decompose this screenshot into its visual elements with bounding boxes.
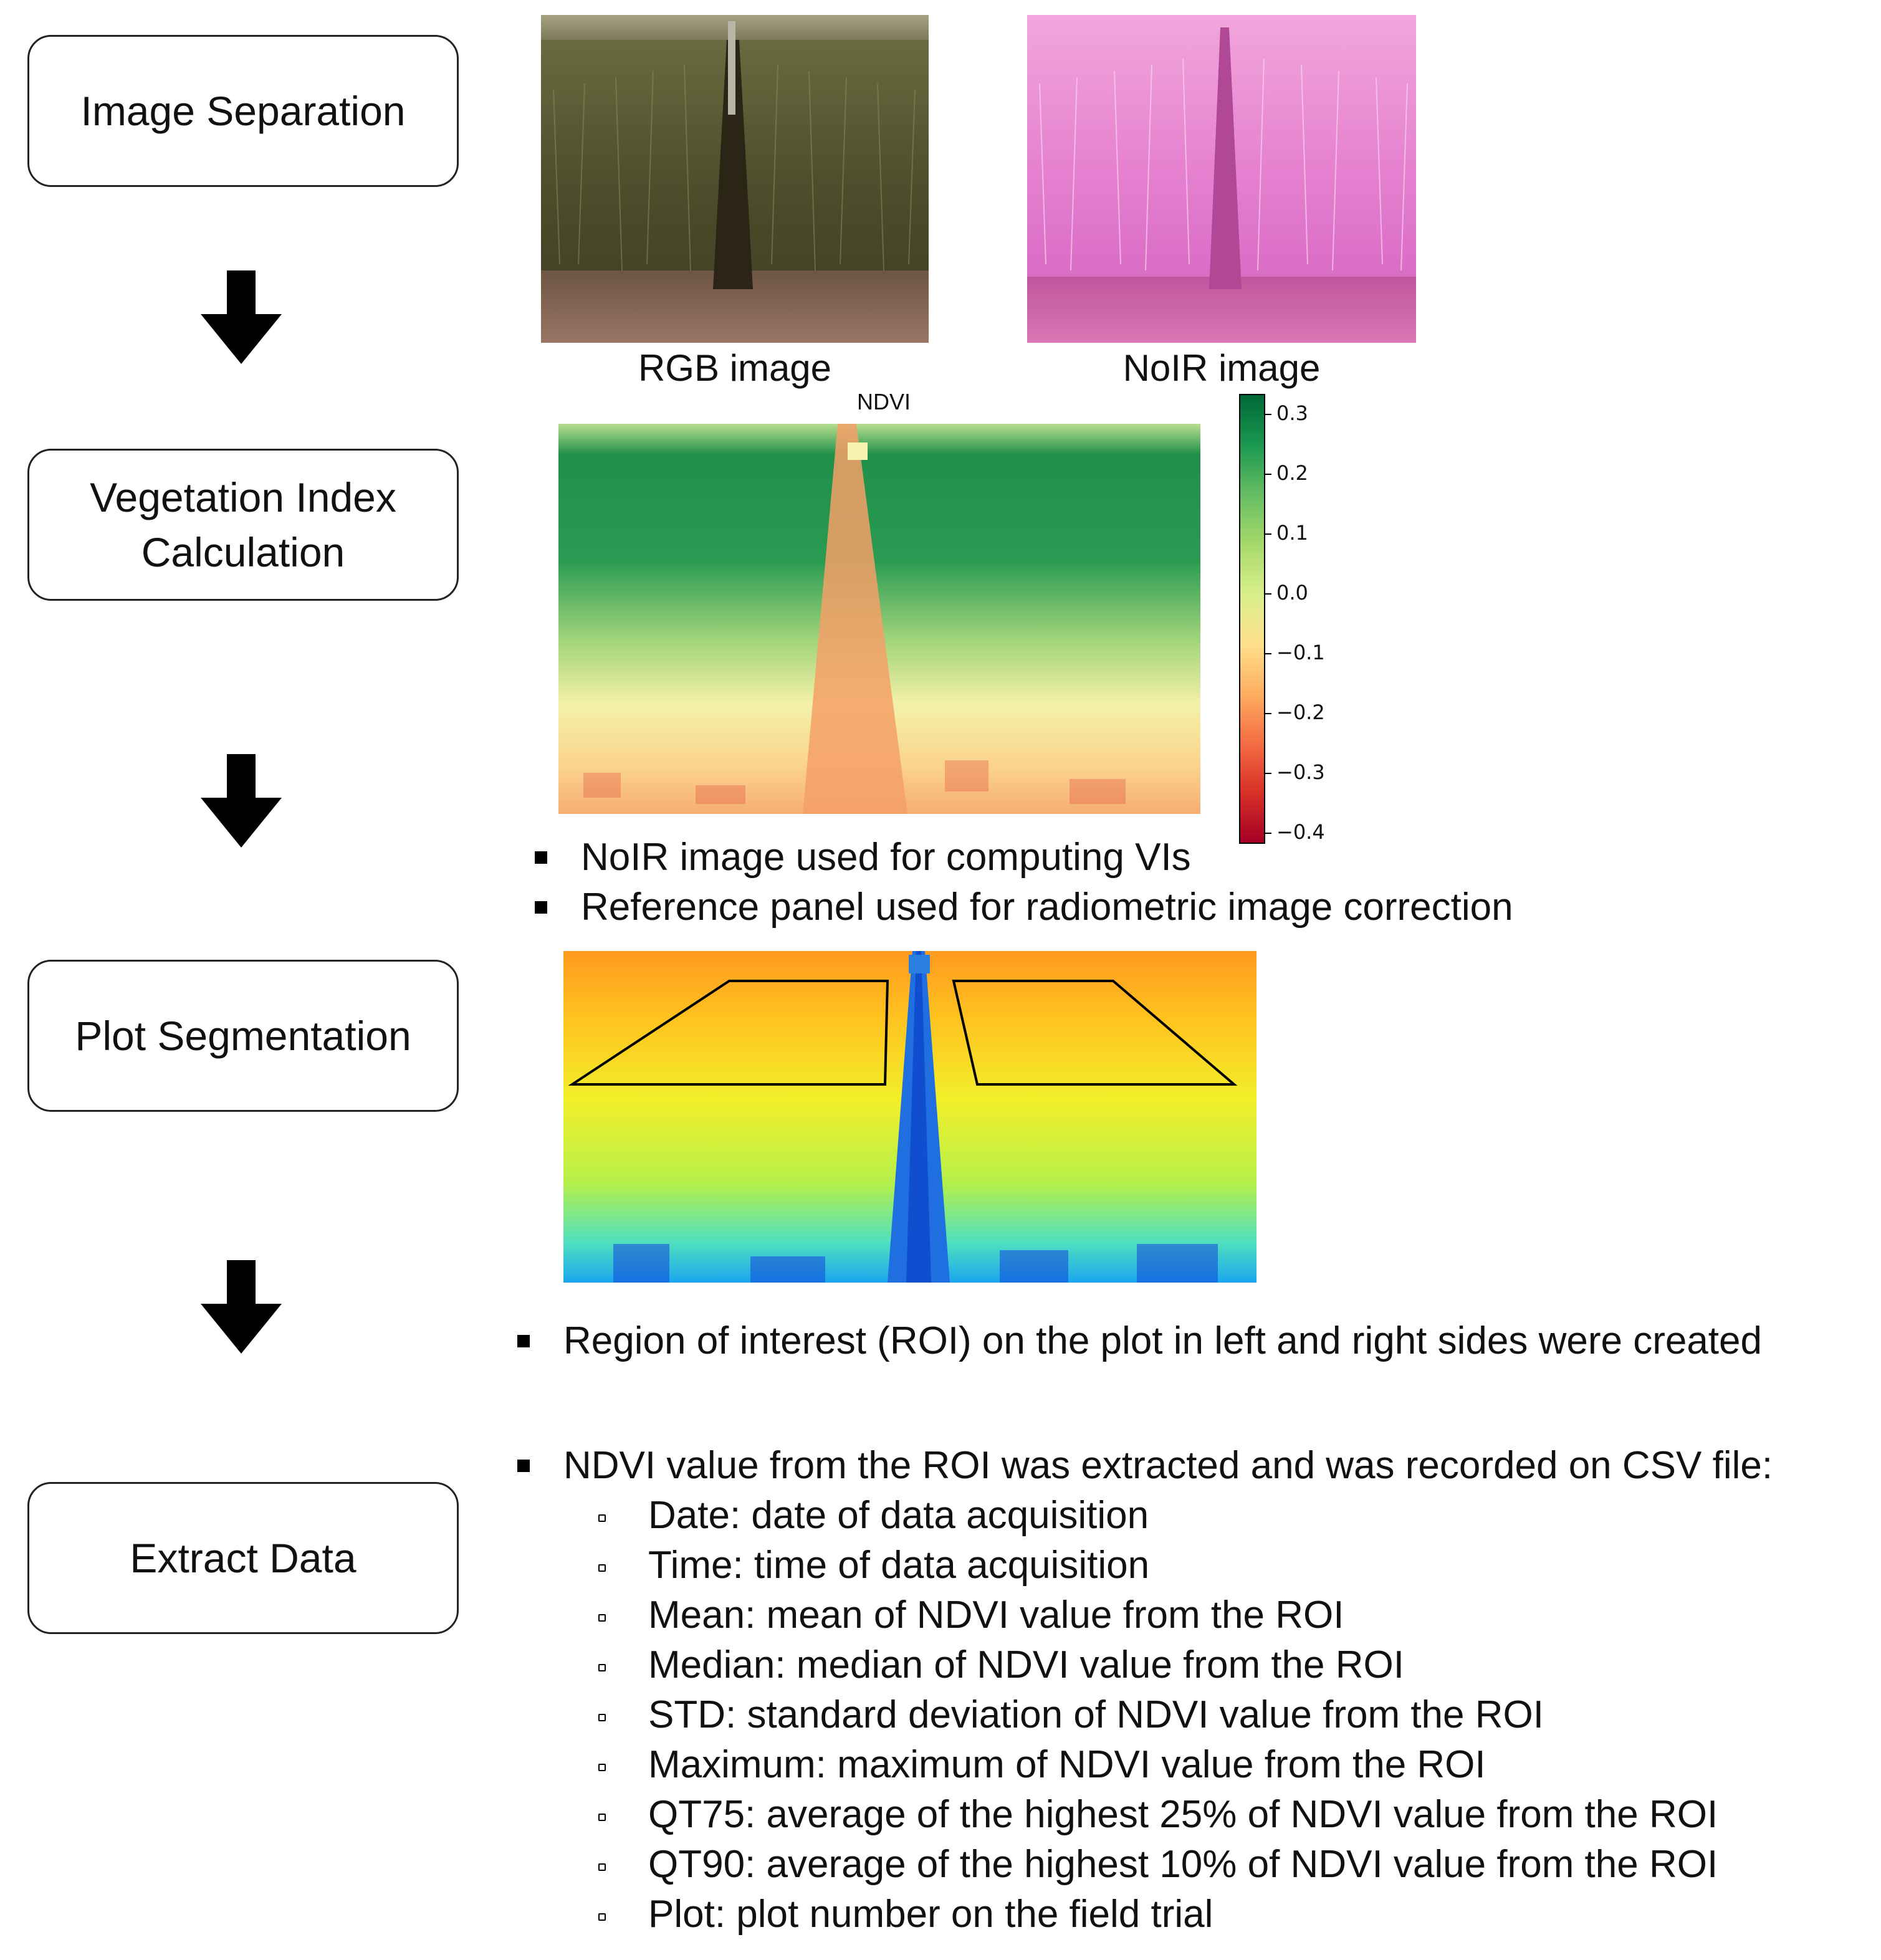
colorbar-tick-mark xyxy=(1265,533,1271,535)
colorbar-tick-label: 0.0 xyxy=(1276,581,1308,605)
step-extract-data: Extract Data xyxy=(27,1482,459,1634)
ndvi-map-title: NDVI xyxy=(856,389,911,414)
step-label: Plot Segmentation xyxy=(75,1013,411,1059)
step-plot-segmentation: Plot Segmentation xyxy=(27,960,459,1112)
colorbar-tick-mark xyxy=(1265,593,1271,595)
colorbar-tick-mark xyxy=(1265,414,1271,415)
ndvi-colorbar xyxy=(1239,394,1265,844)
colorbar-tick-label: −0.1 xyxy=(1276,641,1325,664)
down-arrow-icon xyxy=(201,1260,282,1354)
colorbar-tick-label: 0.3 xyxy=(1276,401,1308,425)
list-item: NoIR image used for computing VIs xyxy=(535,833,1513,882)
colorbar-tick-label: −0.3 xyxy=(1276,760,1325,784)
colorbar-tick-label: −0.2 xyxy=(1276,700,1325,724)
vi-notes-list: NoIR image used for computing VIs Refere… xyxy=(535,833,1513,932)
list-item: Region of interest (ROI) on the plot in … xyxy=(517,1316,1762,1366)
hollow-bullet-icon xyxy=(598,1764,606,1771)
noir-field-image xyxy=(1027,15,1416,343)
list-item: Mean: mean of NDVI value from the ROI xyxy=(598,1590,1718,1640)
hollow-bullet-icon xyxy=(598,1614,606,1622)
bullet-icon xyxy=(535,901,547,914)
bullet-icon xyxy=(517,1460,530,1472)
hollow-bullet-icon xyxy=(598,1863,606,1871)
list-item: Reference panel used for radiometric ima… xyxy=(535,882,1513,932)
colorbar-tick-label: 0.2 xyxy=(1276,461,1308,485)
extract-notes-list: NDVI value from the ROI was extracted an… xyxy=(517,1441,1773,1491)
colorbar-tick-label: −0.4 xyxy=(1276,820,1325,844)
down-arrow-icon xyxy=(201,270,282,364)
hollow-bullet-icon xyxy=(598,1514,606,1522)
colorbar-tick-mark xyxy=(1265,653,1271,654)
list-item: Maximum: maximum of NDVI value from the … xyxy=(598,1740,1718,1790)
step-vegetation-index-calculation: Vegetation Index Calculation xyxy=(27,449,459,601)
step-label: Image Separation xyxy=(80,88,406,134)
down-arrow-icon xyxy=(201,754,282,848)
hollow-bullet-icon xyxy=(598,1664,606,1671)
bullet-icon xyxy=(535,851,547,864)
colorbar-tick-mark xyxy=(1265,713,1271,714)
step-label: Vegetation Index Calculation xyxy=(90,474,396,575)
list-item: Time: time of data acquisition xyxy=(598,1541,1718,1590)
list-item: Date: date of data acquisition xyxy=(598,1491,1718,1541)
colorbar-tick-label: 0.1 xyxy=(1276,521,1308,545)
ndvi-map-image xyxy=(558,424,1200,814)
rgb-field-image xyxy=(541,15,929,343)
extract-fields-list: Date: date of data acquisition Time: tim… xyxy=(598,1491,1718,1939)
noir-image-caption: NoIR image xyxy=(1122,347,1321,389)
list-item: Median: median of NDVI value from the RO… xyxy=(598,1640,1718,1690)
step-label: Extract Data xyxy=(130,1535,357,1581)
list-item: QT75: average of the highest 25% of NDVI… xyxy=(598,1790,1718,1840)
step-image-separation: Image Separation xyxy=(27,35,459,187)
segmentation-notes-list: Region of interest (ROI) on the plot in … xyxy=(517,1316,1762,1366)
hollow-bullet-icon xyxy=(598,1714,606,1721)
colorbar-tick-mark xyxy=(1265,773,1271,774)
hollow-bullet-icon xyxy=(598,1564,606,1572)
plot-segmentation-image xyxy=(563,951,1256,1283)
hollow-bullet-icon xyxy=(598,1913,606,1921)
list-item: NDVI value from the ROI was extracted an… xyxy=(517,1441,1773,1491)
list-item: STD: standard deviation of NDVI value fr… xyxy=(598,1690,1718,1740)
hollow-bullet-icon xyxy=(598,1814,606,1821)
bullet-icon xyxy=(517,1335,530,1347)
colorbar-tick-mark xyxy=(1265,474,1271,475)
list-item: QT90: average of the highest 10% of NDVI… xyxy=(598,1840,1718,1890)
colorbar-tick-mark xyxy=(1265,833,1271,834)
rgb-image-caption: RGB image xyxy=(638,347,832,389)
colorbar-gradient xyxy=(1240,395,1264,843)
list-item: Plot: plot number on the field trial xyxy=(598,1890,1718,1939)
